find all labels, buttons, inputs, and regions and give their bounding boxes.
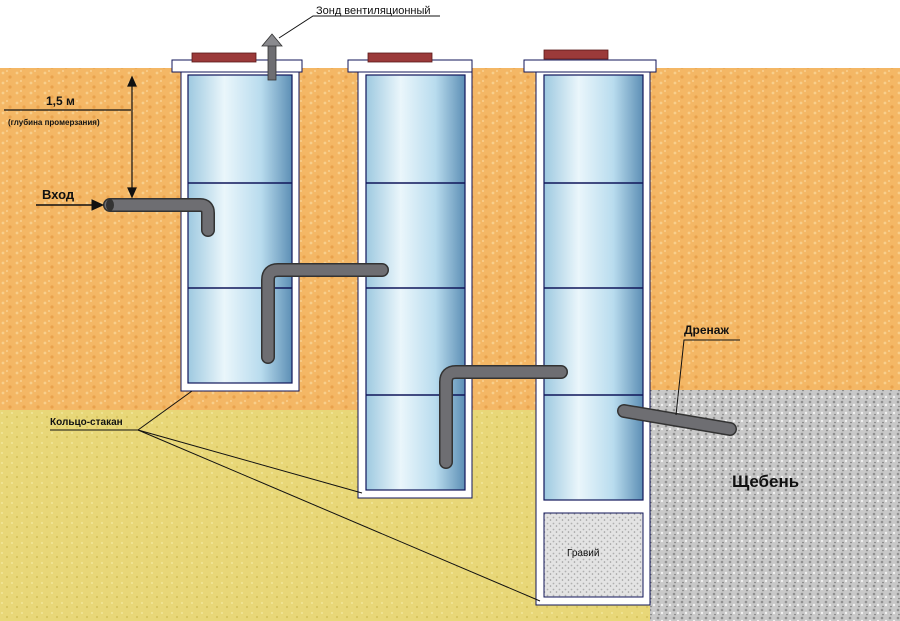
vent-probe [261, 33, 283, 81]
depth-note-label: (глубина промерзания) [8, 118, 100, 127]
gravel-fill [543, 512, 644, 598]
inlet-pipe [103, 198, 215, 237]
well-1 [171, 52, 303, 392]
ring-cup-leaders [50, 390, 541, 602]
vent-leader [278, 15, 440, 39]
crushed-stone-layer [650, 390, 900, 621]
drainage-pipe [617, 404, 737, 436]
vent-probe-label: Зонд вентиляционный [316, 5, 431, 17]
ring-cup-label: Кольцо-стакан [50, 417, 123, 428]
well-3 [523, 49, 657, 606]
crushed-stone-label: Щебень [732, 472, 799, 491]
overflow-pipe-1 [261, 263, 389, 364]
well-2-lid [367, 52, 433, 63]
drainage-leader [675, 339, 740, 416]
well-3-lid [543, 49, 609, 60]
well-1-lid [191, 52, 257, 63]
drainage-label: Дренаж [684, 323, 729, 337]
overflow-pipe-2 [439, 365, 568, 469]
depth-dimension [4, 75, 137, 199]
inlet-label: Вход [42, 187, 75, 202]
depth-value-label: 1,5 м [46, 94, 75, 108]
gravel-label: Гравий [567, 548, 599, 559]
inlet-arrow [36, 199, 105, 211]
